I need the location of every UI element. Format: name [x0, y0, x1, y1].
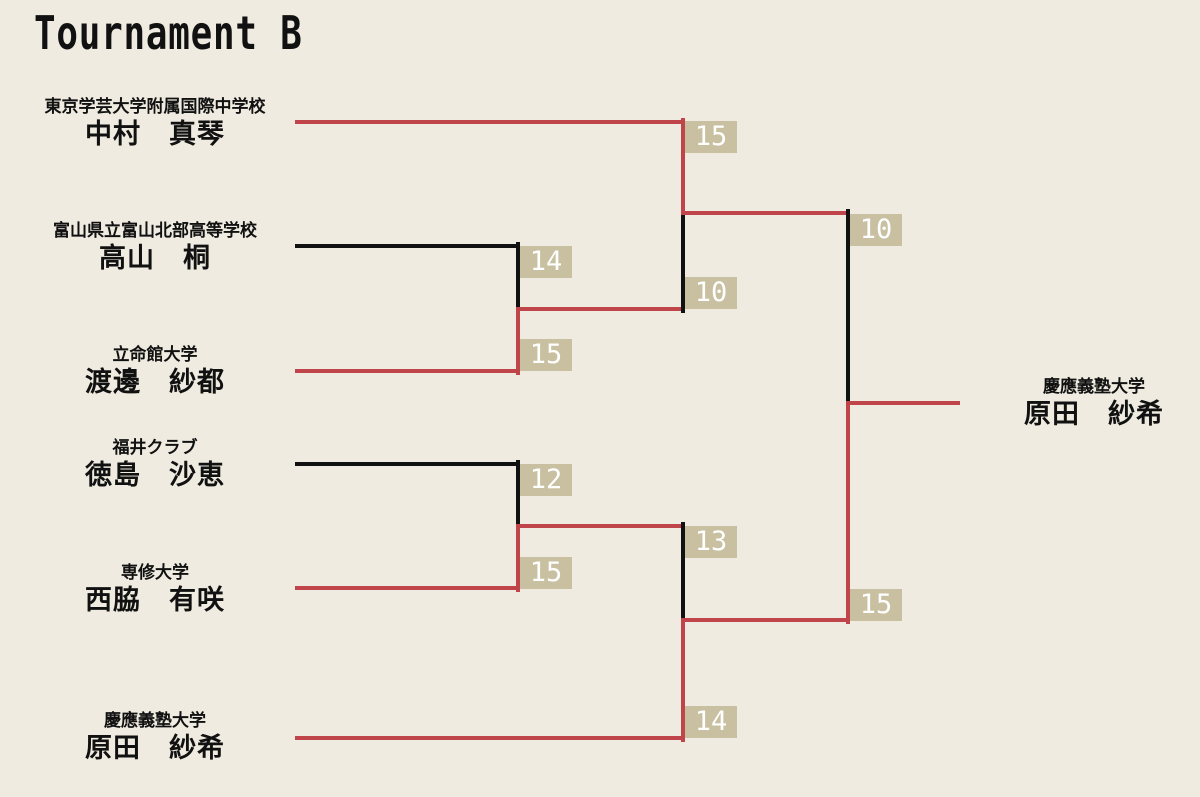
player-6: 慶應義塾大学 原田 紗希 [5, 710, 305, 766]
player-name: 原田 紗希 [85, 733, 225, 764]
score-r1-top-player-3: 15 [520, 339, 572, 371]
score-sf-bottom-player-5: 13 [685, 526, 737, 558]
tournament-title: Tournament B [34, 6, 303, 60]
score-r1-top-player-2: 14 [520, 246, 572, 278]
player-4: 福井クラブ 徳島 沙恵 [5, 437, 305, 493]
player-school: 慶應義塾大学 [104, 711, 206, 731]
player-name: 徳島 沙恵 [85, 460, 225, 491]
score-sf-bottom-player-6: 14 [685, 706, 737, 738]
player-name: 中村 真琴 [85, 119, 225, 150]
champion-school: 慶應義塾大学 [1043, 377, 1145, 397]
score-sf-top-player-1: 15 [685, 121, 737, 153]
player-school: 立命館大学 [112, 345, 198, 365]
score-r1-bottom-player-5: 15 [520, 557, 572, 589]
player-name: 高山 桐 [99, 243, 211, 274]
player-school: 専修大学 [121, 563, 189, 583]
player-name: 西脇 有咲 [85, 585, 225, 616]
score-final-top: 10 [850, 214, 902, 246]
champion-name: 原田 紗希 [1024, 399, 1164, 430]
player-name: 渡邊 紗都 [85, 367, 225, 398]
player-5: 専修大学 西脇 有咲 [5, 562, 305, 618]
score-final-bottom: 15 [850, 589, 902, 621]
player-3: 立命館大学 渡邊 紗都 [5, 344, 305, 400]
player-1: 東京学芸大学附属国際中学校 中村 真琴 [5, 96, 305, 152]
player-school: 福井クラブ [112, 438, 198, 458]
player-2: 富山県立富山北部高等学校 高山 桐 [5, 220, 305, 276]
score-r1-bottom-player-4: 12 [520, 464, 572, 496]
player-school: 富山県立富山北部高等学校 [53, 221, 257, 241]
score-sf-top-player-3: 10 [685, 277, 737, 309]
player-school: 東京学芸大学附属国際中学校 [44, 97, 266, 117]
champion: 慶應義塾大学 原田 紗希 [964, 376, 1200, 432]
